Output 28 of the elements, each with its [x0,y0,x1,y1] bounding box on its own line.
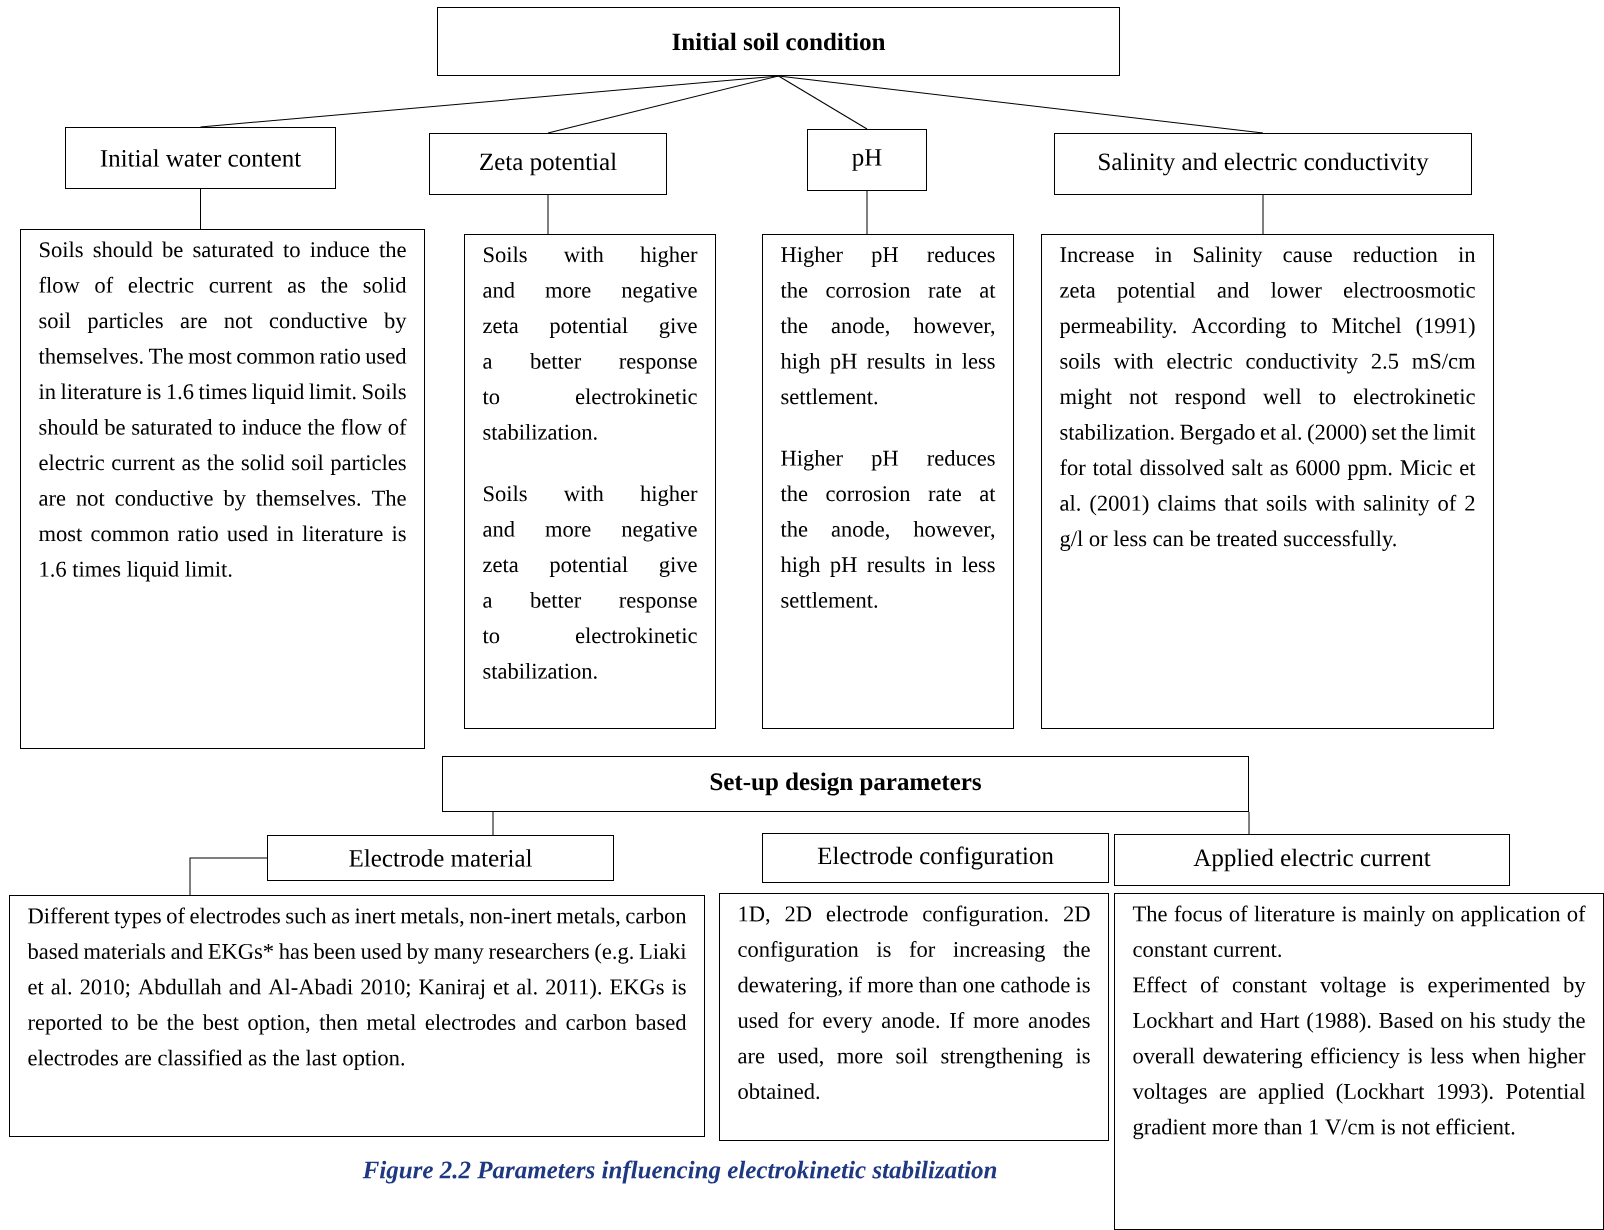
connector-line [778,75,868,130]
connector-line [492,811,494,836]
parameter-box: pH [807,129,927,191]
connector-line [1262,194,1264,235]
text-box: The focus of literature is mainly on application of constant current. Effect of constant voltage is experimented by Lockhart and Hart (1988). Based on his study the overall dewatering efficiency is less when higher voltages are applied (Lockhart 1993). Potential gradient more than 1 V/cm is not efficient. [1114,893,1604,1230]
parameter-box: Applied electric current [1114,834,1510,886]
text-box: Increase in Salinity cause reduction in zeta potential and lower electroosmotic permeability. According to Mitchel (1991) soils with electric conductivity 2.5 mS/cm might not respond well to electrokinetic stabilization. Bergado et al. (2000) set the limit for total dissolved salt as 6000 ppm. Micic et al. (2001) claims that soils with salinity of 2 g/l or less can be treated successfully. [1041,234,1494,729]
title-box: Set-up design parameters [442,756,1249,812]
text-box: 1D, 2D electrode configuration. 2D configuration is for increasing the dewatering, if more than one cathode is used for every anode. If more anodes are used, more soil strengthening is obtained. [719,893,1109,1141]
connector-line [778,75,1264,134]
connector-line [547,75,779,134]
connector-line [547,194,549,235]
parameter-box: Electrode material [267,835,614,881]
connector-line [866,190,868,235]
parameter-box: Electrode configuration [762,833,1109,883]
connector-line [200,75,779,128]
connector-line [189,857,268,896]
parameter-box: Salinity and electric conductivity [1054,133,1472,195]
text-box: Soils with higher and more negative zeta potential give a better response to electrokinetic stabilization. Soils with higher and more negative zeta potential give a better response to electrokinetic stabilization. [464,234,716,729]
text-box: Soils should be saturated to induce the flow of electric current as the solid soil particles are not conductive by themselves. The most common ratio used in literature is 1.6 times liquid limit. Soils should be saturated to induce the flow of electric current as the solid soil particles are not conductive by themselves. The most common ratio used in literature is 1.6 times liquid limit. [20,229,425,749]
title-box: Initial soil condition [437,7,1120,76]
figure-caption: Figure 2.2 Parameters influencing electrokinetic stabilization [362,1160,997,1184]
text-box: Different types of electrodes such as inert metals, non-inert metals, carbon based materials and EKGs* has been used by many researchers (e.g. Liaki et al. 2010; Abdullah and Al-Abadi 2010; Kaniraj et al. 2011). EKGs is reported to be the best option, then metal electrodes and carbon based electrodes are classified as the last option. [9,895,705,1137]
connector-line [1248,811,1250,835]
connector-line [200,188,201,230]
parameter-box: Initial water content [65,127,336,189]
text-box: Higher pH reduces the corrosion rate at the anode, however, high pH results in less settlement. Higher pH reduces the corrosion rate at the anode, however, high pH results in less settlement. [762,234,1014,729]
parameter-box: Zeta potential [429,133,667,195]
